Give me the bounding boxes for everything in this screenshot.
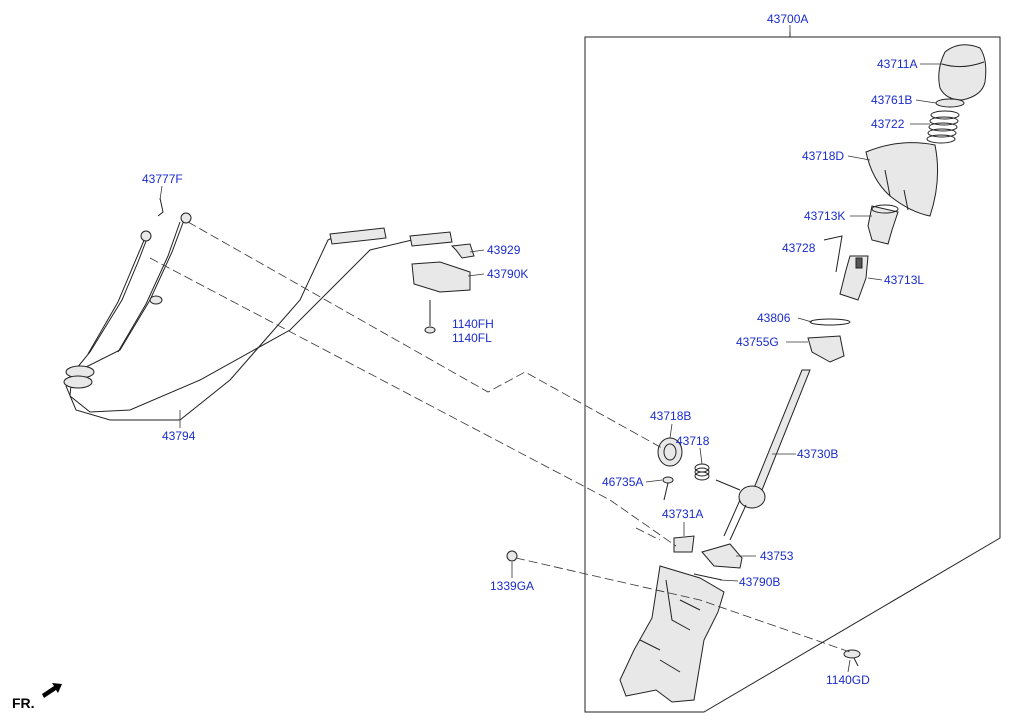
label-43790b[interactable]: 43790B	[739, 575, 780, 589]
dust-seal	[657, 437, 683, 467]
shift-cables	[63, 212, 453, 421]
label-43713k[interactable]: 43713K	[804, 209, 845, 223]
pin-part	[823, 235, 843, 273]
label-43806[interactable]: 43806	[757, 311, 791, 325]
label-1140fh[interactable]: 1140FH	[452, 317, 494, 331]
cable-bracket	[411, 261, 471, 293]
guide-part	[701, 543, 743, 569]
direction-label: FR.	[12, 695, 35, 711]
label-assembly[interactable]: 43700A	[767, 12, 808, 26]
small-bolt	[662, 476, 674, 501]
label-43777f[interactable]: 43777F	[142, 172, 183, 186]
part-labels: 43700A 43711A 43761B 43722 43718D 43713K…	[142, 12, 924, 687]
label-43728[interactable]: 43728	[782, 241, 816, 255]
label-43730b[interactable]: 43730B	[797, 447, 838, 461]
assembly-boundary	[584, 32, 1001, 713]
label-43722[interactable]: 43722	[871, 117, 905, 131]
label-43718d[interactable]: 43718D	[802, 149, 844, 163]
plate-bracket	[673, 535, 695, 553]
label-43761b[interactable]: 43761B	[871, 93, 912, 107]
base-bracket	[619, 565, 725, 703]
label-43790k[interactable]: 43790K	[487, 267, 528, 281]
label-43794[interactable]: 43794	[162, 429, 196, 443]
label-1339ga[interactable]: 1339GA	[490, 579, 534, 593]
reference-lines	[149, 221, 851, 653]
label-43718[interactable]: 43718	[676, 434, 710, 448]
label-46735a[interactable]: 46735A	[602, 475, 643, 489]
label-43929[interactable]: 43929	[487, 243, 521, 257]
bolt-1339	[506, 550, 518, 562]
label-43711a[interactable]: 43711A	[877, 57, 917, 71]
bolt-1140gd	[843, 649, 861, 667]
clip-part	[693, 573, 723, 581]
washer-part	[809, 318, 851, 326]
label-43713l[interactable]: 43713L	[884, 273, 924, 287]
shift-boot	[865, 142, 939, 217]
bracket-bolt	[424, 300, 436, 334]
label-1140gd[interactable]: 1140GD	[826, 673, 870, 687]
lever-spring	[694, 463, 710, 481]
shift-lever	[715, 369, 811, 541]
direction-indicator: FR.	[12, 683, 62, 711]
lever-cap	[839, 255, 869, 301]
front-arrow-icon	[42, 683, 62, 698]
shift-knob	[938, 44, 987, 101]
label-43731a[interactable]: 43731A	[662, 507, 703, 521]
lever-housing	[807, 335, 845, 363]
label-43753[interactable]: 43753	[760, 549, 794, 563]
label-1140fl[interactable]: 1140FL	[452, 331, 492, 345]
shift-collar	[867, 204, 899, 245]
leader-lines	[159, 25, 942, 673]
cable-clip-pin	[157, 197, 164, 217]
boot-spring	[926, 110, 960, 144]
label-43718b[interactable]: 43718B	[650, 409, 691, 423]
label-43755g[interactable]: 43755G	[736, 335, 779, 349]
cable-retainer	[450, 243, 475, 259]
knob-ring	[935, 98, 965, 108]
